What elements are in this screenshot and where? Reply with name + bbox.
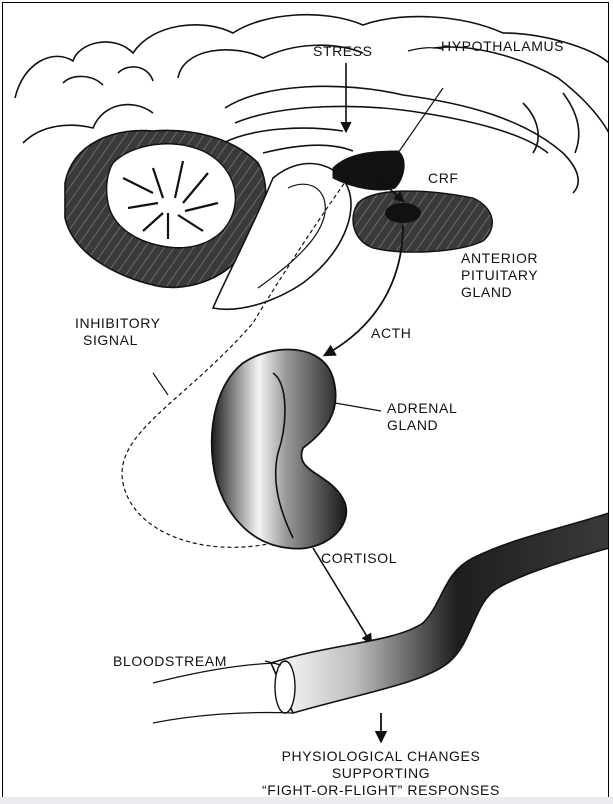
label-adrenal-gland-word: GLAND [387, 417, 457, 434]
adrenal-gland-shape [212, 349, 347, 548]
label-pituitary: PITUITARY [461, 267, 538, 284]
bottom-strip [0, 797, 613, 804]
label-signal: SIGNAL [75, 332, 161, 349]
inhibitory-pointer [153, 373, 168, 395]
label-physiological-changes: PHYSIOLOGICAL CHANGES SUPPORTING “FIGHT-… [221, 748, 541, 799]
blood-vessel [153, 513, 609, 723]
anterior-pituitary-gland [385, 203, 421, 223]
label-bloodstream: BLOODSTREAM [113, 653, 227, 670]
adrenal-pointer [335, 403, 381, 411]
pituitary-region [353, 191, 492, 252]
label-crf: CRF [428, 170, 459, 187]
label-inhibitory: INHIBITORY [75, 315, 161, 332]
label-acth: ACTH [371, 325, 412, 342]
label-adrenal-gland: ADRENAL GLAND [387, 400, 457, 434]
label-cortisol: CORTISOL [321, 550, 397, 567]
label-supporting: SUPPORTING [221, 765, 541, 782]
label-anterior-pituitary-gland: ANTERIOR PITUITARY GLAND [461, 250, 538, 301]
label-anterior: ANTERIOR [461, 250, 538, 267]
label-hypothalamus: HYPOTHALAMUS [441, 38, 564, 55]
label-inhibitory-signal: INHIBITORY SIGNAL [75, 315, 161, 349]
label-stress: STRESS [313, 43, 373, 60]
label-physiological: PHYSIOLOGICAL CHANGES [221, 748, 541, 765]
label-adrenal: ADRENAL [387, 400, 457, 417]
hpa-axis-illustration [3, 3, 609, 800]
label-gland: GLAND [461, 284, 538, 301]
hypothalamus-pointer [408, 48, 443, 51]
